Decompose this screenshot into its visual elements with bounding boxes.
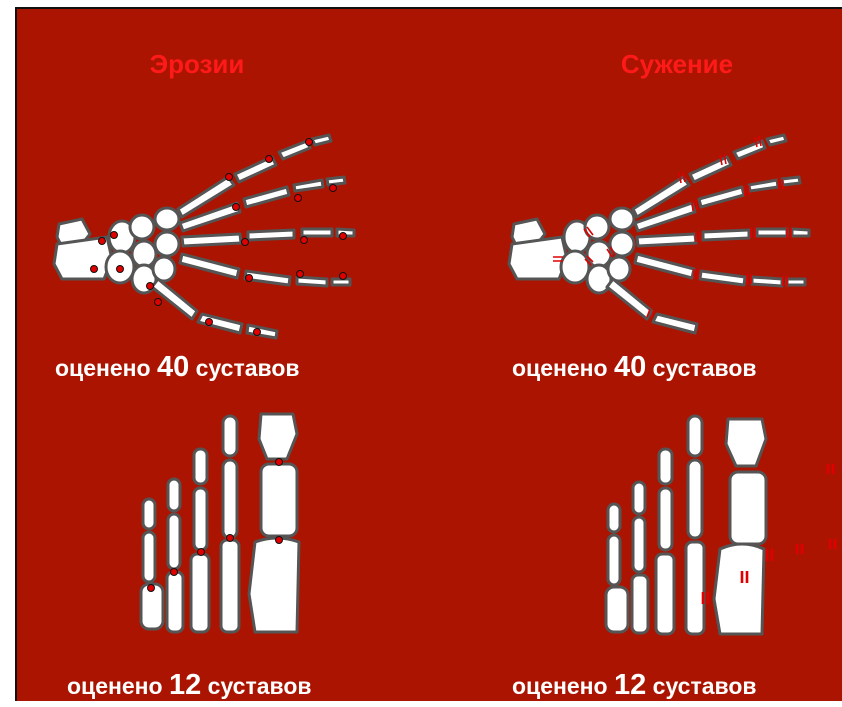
slide: Эрозии Сужение [15, 7, 842, 701]
left-foot-skeleton-icon [137, 404, 317, 639]
caption-text: суставов [646, 673, 756, 699]
right-hand-caption: оценено 40 суставов [512, 351, 757, 384]
left-hand-skeleton-icon [32, 119, 362, 349]
joint-count: 12 [169, 669, 201, 701]
joint-count: 40 [614, 351, 646, 383]
caption-text: суставов [201, 673, 311, 699]
caption-text: суставов [646, 355, 756, 381]
caption-text: оценено [55, 355, 157, 381]
left-foot-caption: оценено 12 суставов [67, 669, 312, 702]
erosions-title: Эрозии [127, 49, 267, 80]
left-hand-caption: оценено 40 суставов [55, 351, 300, 384]
caption-text: суставов [189, 355, 299, 381]
narrowing-title: Сужение [602, 49, 752, 80]
right-foot-skeleton-icon [602, 404, 842, 644]
right-hand-skeleton-icon [487, 119, 817, 349]
joint-count: 12 [614, 669, 646, 701]
caption-text: оценено [67, 673, 169, 699]
caption-text: оценено [512, 673, 614, 699]
right-foot-caption: оценено 12 суставов [512, 669, 757, 702]
joint-count: 40 [157, 351, 189, 383]
caption-text: оценено [512, 355, 614, 381]
